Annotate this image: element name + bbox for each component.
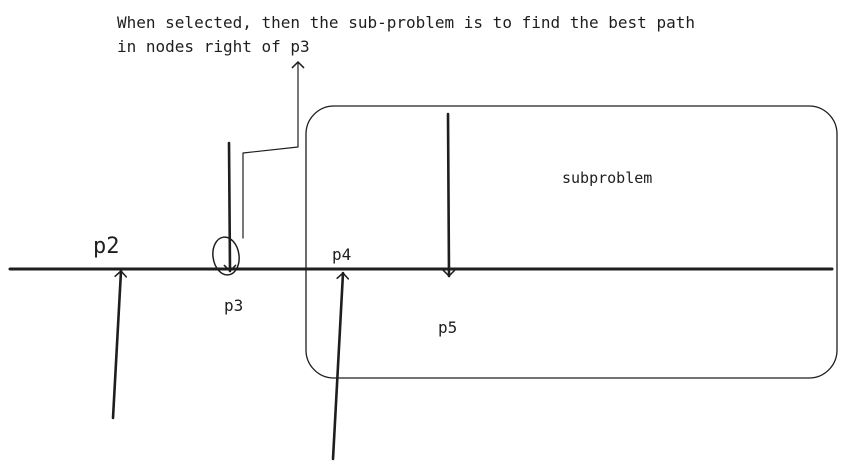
arrow-down-p3	[223, 141, 237, 273]
label-p2: p2	[93, 234, 120, 259]
subproblem-label: subproblem	[562, 169, 652, 187]
selection-circle-p3	[212, 236, 240, 276]
label-p4: p4	[332, 245, 351, 264]
label-p3: p3	[224, 296, 243, 315]
arrow-up-p4	[331, 271, 350, 461]
label-p5: p5	[438, 318, 457, 337]
subproblem-box	[305, 105, 838, 379]
annotation-line-2: in nodes right of p3	[117, 37, 310, 56]
annotation-line-1: When selected, then the sub-problem is t…	[117, 13, 695, 32]
annotation-connector	[242, 61, 305, 239]
arrow-down-p5	[442, 112, 456, 278]
arrow-up-p2	[111, 269, 128, 420]
